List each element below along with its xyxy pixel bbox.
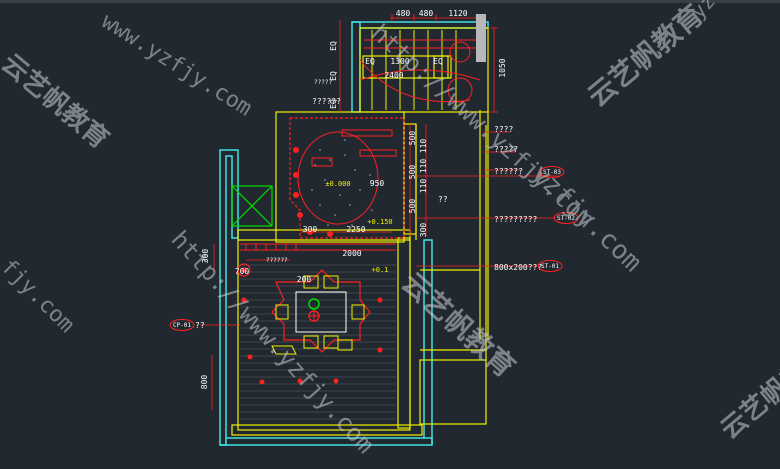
dim-110b: 110: [419, 159, 428, 174]
level-01: +0.1: [372, 266, 389, 274]
eq-left-2: EQ: [329, 99, 338, 109]
eq-1: EQ: [365, 57, 375, 66]
dim-500b: 500: [408, 165, 417, 180]
annotation-text: ???? ????? ?????? ????????? ?? ?????? 80…: [195, 79, 542, 330]
dim-1300: 1300: [390, 57, 409, 66]
dim-top-3: 1120: [448, 9, 467, 18]
level-0150: +0.150: [367, 218, 392, 226]
dim-300a: 300: [303, 225, 318, 234]
dim-950: 950: [370, 179, 385, 188]
note-1: ????: [494, 125, 513, 134]
left-note: ??: [195, 321, 205, 330]
material-tags[interactable]: ST-03 ST-02 ST-01 CP-01: [169, 166, 579, 331]
corner-pillar: [476, 14, 486, 62]
dim-top-2: 480: [419, 9, 434, 18]
note-5: ??: [438, 195, 448, 204]
dim-110c: 110: [419, 179, 428, 194]
dim-2250: 2250: [346, 225, 365, 234]
dim-right-top: 1050: [498, 58, 507, 77]
eq-left-1: EQ: [329, 71, 338, 81]
dim-top-1: 480: [396, 9, 411, 18]
dim-800: 800: [200, 375, 209, 390]
wm-url-botleft: fjy.com: [0, 255, 79, 338]
tag-st02: ST-02: [557, 215, 575, 222]
stair-red-marks: [359, 39, 481, 103]
tag-st01: ST-01: [541, 263, 559, 270]
dim-2000: 2000: [342, 249, 361, 258]
note-3: ??????: [494, 167, 523, 176]
dim-300c: 300: [201, 249, 210, 264]
dim-2400: 2400: [384, 71, 403, 80]
wm-brand-right: 云艺帆教育: [581, 0, 709, 113]
level-000: ±0.000: [325, 180, 350, 188]
dim-110a: 110: [419, 139, 428, 154]
dim-500c: 500: [408, 199, 417, 214]
tag-st03: ST-03: [543, 169, 561, 176]
dim-700: 700: [235, 267, 250, 276]
dim-200: 200: [297, 275, 312, 284]
deck-strips: [240, 243, 396, 251]
garden-feature: [289, 117, 405, 239]
red-plant-marks: [241, 267, 383, 385]
wm-brand-bottom: 云艺帆教育: [715, 338, 780, 445]
tag-cp01: CP-01: [173, 322, 191, 329]
window-top-edge: [0, 0, 780, 3]
tile-note: 800x200???: [494, 263, 542, 272]
dim-300b: 300: [419, 223, 428, 238]
dim-500a: 500: [408, 131, 417, 146]
dimension-lines: [200, 14, 560, 410]
eq-3: EQ: [329, 41, 338, 51]
elevator-shaft-symbol: [231, 185, 273, 227]
sink-fixture: [237, 263, 251, 277]
dimension-text: 480 480 1120 1050 1300 2400 EQ EQ 950 30…: [200, 9, 507, 389]
eq-2: EQ: [433, 57, 443, 66]
small-note-1: ?????: [314, 79, 332, 86]
wm-url-top: www.yzfjy.com: [97, 9, 256, 121]
wm-brand-center: 云艺帆教育: [395, 266, 521, 384]
note-2: ?????: [494, 145, 518, 154]
small-note-2: ??????: [266, 257, 288, 264]
wm-brand-left: 云艺帆教育: [0, 48, 115, 155]
note-6: ??????: [312, 97, 341, 106]
note-4: ?????????: [494, 215, 538, 224]
dining-table-group: [271, 269, 371, 355]
watermark-layer: www.yzfjy.com http://www.yzfjy.com http:…: [0, 0, 780, 459]
